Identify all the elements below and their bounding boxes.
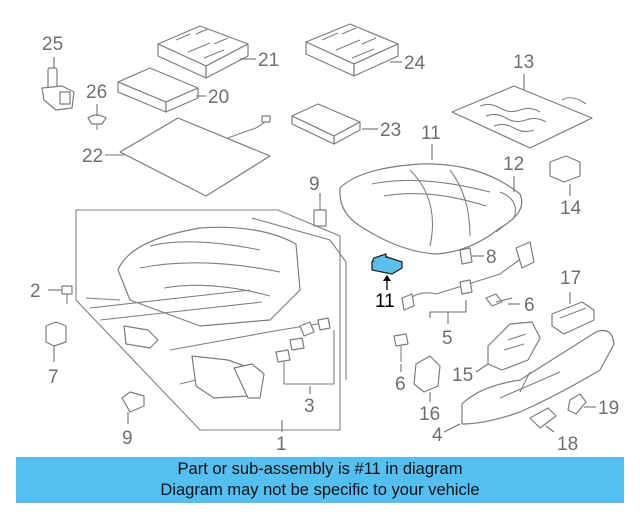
callout-6-upper: 6 xyxy=(524,295,535,316)
callout-5: 5 xyxy=(442,328,453,349)
banner-line-1: Part or sub-assembly is #11 in diagram xyxy=(177,460,463,478)
part-20-knob xyxy=(567,393,587,415)
part-11-highlighted xyxy=(371,253,403,290)
callout-labels: 25 26 21 20 24 23 22 13 11 12 14 9 8 11 … xyxy=(30,34,619,455)
callout-22: 21 xyxy=(258,50,279,71)
callout-18: 17 xyxy=(560,268,581,289)
callout-21: 20 xyxy=(208,87,229,108)
callout-15: 14 xyxy=(560,198,582,219)
part-26-bracket xyxy=(41,67,75,111)
callout-26: 25 xyxy=(42,34,63,55)
part-27-clip xyxy=(87,114,107,130)
callout-6-lower: 6 xyxy=(395,374,406,395)
part-22-control-module xyxy=(157,25,249,79)
callout-17: 16 xyxy=(419,404,440,425)
part-14-heater-pad xyxy=(451,85,593,149)
leader-lines xyxy=(48,57,596,433)
part-23-heater-pad xyxy=(119,115,271,197)
part-5-wire-harness xyxy=(401,241,535,311)
part-10-clip xyxy=(313,200,327,227)
callout-8: 7 xyxy=(48,367,59,388)
callout-23: 22 xyxy=(82,146,103,167)
part-17-switch xyxy=(413,355,441,393)
callout-3: 3 xyxy=(304,396,315,417)
part-18-switch xyxy=(551,301,595,335)
callout-11: 11 xyxy=(375,291,395,312)
callout-10: 9 xyxy=(309,174,320,195)
part-25-control-module xyxy=(305,23,399,77)
part-6-bolt-lower xyxy=(393,333,409,362)
callout-25: 24 xyxy=(404,53,426,74)
callout-2: 2 xyxy=(30,281,41,302)
callout-14: 13 xyxy=(513,52,534,73)
part-9-cover xyxy=(121,391,145,413)
banner-line-2: Diagram may not be specific to your vehi… xyxy=(160,481,480,499)
callout-24: 23 xyxy=(380,120,401,141)
callout-4: 4 xyxy=(432,425,443,446)
callout-19: 18 xyxy=(557,434,578,455)
callout-7: 8 xyxy=(486,247,497,268)
part-2-bolt xyxy=(61,285,73,304)
part-6-bolt-upper xyxy=(485,293,513,307)
part-8-bracket xyxy=(45,321,67,347)
callout-9: 9 xyxy=(122,428,133,449)
callout-1: 1 xyxy=(276,434,287,455)
callout-20: 19 xyxy=(598,398,619,419)
part-3-fasteners xyxy=(275,317,335,385)
part-12-seat-cushion xyxy=(339,163,523,255)
part-16-motor xyxy=(487,321,541,371)
part-19-knob xyxy=(529,407,557,429)
part-1-seat-track-frame xyxy=(75,209,347,431)
callout-13: 12 xyxy=(503,154,524,175)
exploded-parts-diagram: 25 26 21 20 24 23 22 13 11 12 14 9 8 11 … xyxy=(30,23,619,455)
part-7-clip xyxy=(459,247,473,265)
info-banner: Part or sub-assembly is #11 in diagram D… xyxy=(16,457,624,503)
callout-16: 15 xyxy=(452,365,473,386)
callout-12: 11 xyxy=(421,123,441,144)
part-24-module xyxy=(291,103,361,145)
part-4-side-shield xyxy=(461,329,615,425)
part-15-connector xyxy=(549,155,581,183)
part-21-module xyxy=(117,67,199,113)
callout-27: 26 xyxy=(86,82,107,103)
